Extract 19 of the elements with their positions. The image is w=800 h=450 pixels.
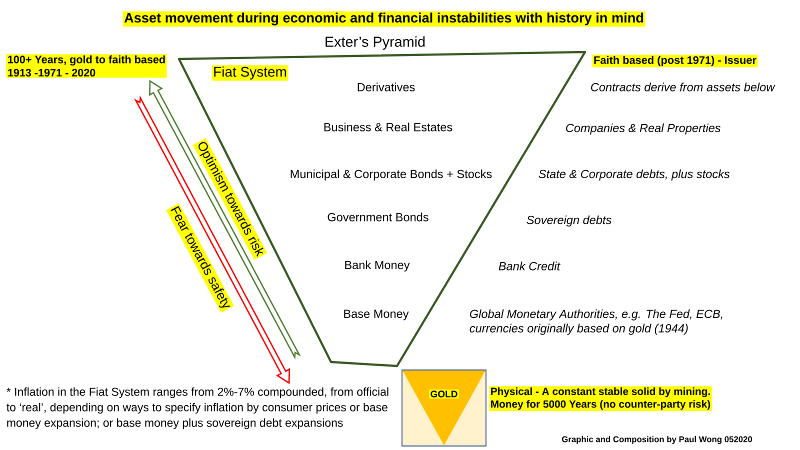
- layer-label: Bank Money: [345, 260, 410, 272]
- credit-line: Graphic and Composition by Paul Wong 052020: [562, 436, 752, 444]
- layer-label: Business & Real Estates: [324, 122, 452, 132]
- layer-label: Derivatives: [358, 82, 415, 92]
- system-label: Fiat System: [212, 65, 288, 81]
- issuer-heading: Faith based (post 1971) - Issuer: [592, 54, 758, 68]
- footnote: * Inflation in the Fiat System ranges from 2%-7% compounded, from official to ‘real’, depending on ways to specify inflation by consumer prices or base money expansion; or base money plus sovereign debt expansions: [6, 387, 388, 430]
- layer-description: Companies & Real Properties: [566, 124, 721, 134]
- layer-label: Government Bonds: [328, 212, 428, 222]
- layer-description: Global Monetary Authorities, e.g. The Fed, ECB, currencies originally based on gold (1944): [470, 309, 722, 335]
- pyramid-heading: Exter’s Pyramid: [326, 36, 425, 50]
- tile-caption: Physical - A constant stable solid by mining. Money for 5000 Years (no counter-party risk): [489, 386, 712, 411]
- period-label: 100+ Years, gold to faith based 1913 -1971 - 2020: [6, 54, 167, 78]
- layer-description: State & Corporate debts, plus stocks: [538, 170, 730, 180]
- layer-label: Municipal & Corporate Bonds + Stocks: [290, 170, 492, 180]
- title: Asset movement during economic and financial instabilities with history in mind: [122, 11, 646, 27]
- layer-description: Bank Credit: [498, 262, 560, 270]
- layer-label: Base Money: [344, 310, 409, 320]
- layer-description: Sovereign debts: [526, 216, 612, 226]
